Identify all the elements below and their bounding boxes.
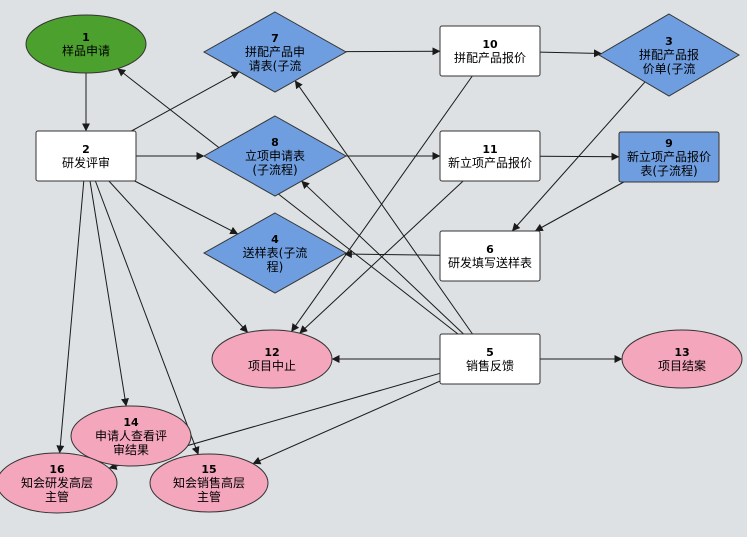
node-14-shape: [70, 405, 192, 467]
node-4-shape: [202, 212, 348, 294]
node-9-shape: [618, 131, 720, 183]
node-9-label: 新立项产品报价: [627, 149, 711, 164]
node-8-number: 8: [271, 136, 279, 149]
node-16-label: 主管: [45, 489, 69, 504]
edge-2-to-7: [131, 71, 240, 132]
node-7-number: 7: [271, 32, 279, 45]
edge-9-to-6: [534, 181, 625, 232]
node-3-shape: [598, 13, 740, 97]
node-8-shape: [202, 115, 348, 197]
edge-10-to-12: [291, 75, 473, 332]
node-16-label: 知会研发高层: [21, 475, 93, 490]
node-1-shape: [25, 14, 147, 74]
node-3-number: 3: [665, 35, 673, 48]
edge-5-to-7: [294, 80, 473, 335]
node-6-shape: [439, 230, 541, 282]
node-1-number: 1: [82, 31, 90, 44]
node-10-shape: [439, 25, 541, 77]
node-2-label: 研发评审: [62, 155, 110, 170]
edge-2-to-16: [56, 180, 85, 454]
node-5-label: 销售反馈: [466, 358, 514, 373]
edge-10-to-3: [539, 49, 602, 58]
node-14-label: 申请人查看评: [95, 429, 167, 443]
node-8-label: (子流程): [252, 162, 297, 177]
node-5-shape: [439, 333, 541, 385]
node-12-number: 12: [264, 346, 279, 359]
edge-5-to-15: [252, 380, 441, 465]
node-2-number: 2: [82, 143, 90, 156]
node-2-shape: [35, 130, 137, 182]
node-5-number: 5: [486, 346, 494, 359]
edge-6-to-4: [343, 250, 441, 259]
edge-2-to-4: [134, 180, 239, 235]
node-16-number: 16: [49, 463, 65, 476]
node-13-number: 13: [674, 346, 689, 359]
node-14-label: 审结果: [113, 442, 149, 457]
node-8-label: 立项申请表: [245, 148, 305, 163]
node-13-shape: [621, 329, 743, 389]
node-7-shape: [202, 11, 348, 93]
node-7-label: 拼配产品申: [245, 45, 305, 59]
edge-5-to-1: [117, 68, 459, 335]
node-11-shape: [439, 130, 541, 182]
node-7-label: 请表(子流: [249, 59, 302, 73]
node-14-number: 14: [123, 416, 139, 429]
node-3-label: 拼配产品报: [639, 47, 699, 62]
edge-2-to-12: [108, 180, 249, 333]
node-15-number: 15: [201, 463, 216, 476]
node-11-label: 新立项产品报价: [448, 155, 532, 170]
node-15-label: 主管: [197, 489, 221, 504]
node-13-label: 项目结案: [658, 358, 706, 373]
node-3-label: 价单(子流: [643, 62, 696, 76]
node-9-number: 9: [665, 137, 673, 150]
node-12-label: 项目中止: [248, 358, 296, 373]
node-12-shape: [211, 329, 333, 389]
edge-2-to-14: [89, 180, 129, 407]
edge-11-to-12: [299, 180, 464, 334]
node-6-label: 研发填写送样表: [448, 255, 532, 270]
node-10-label: 拼配产品报价: [454, 50, 526, 65]
node-15-shape: [149, 453, 269, 513]
node-4-number: 4: [271, 233, 279, 246]
node-1-label: 样品申请: [62, 43, 110, 58]
node-4-label: 程): [267, 259, 284, 274]
node-9-label: 表(子流程): [640, 163, 697, 178]
node-6-number: 6: [486, 243, 494, 256]
node-15-label: 知会销售高层: [173, 475, 245, 490]
edge-2-to-15: [94, 180, 200, 455]
node-10-number: 10: [482, 38, 498, 51]
node-4-label: 送样表(子流: [243, 245, 308, 260]
edge-5-to-8: [301, 180, 464, 335]
node-11-number: 11: [482, 143, 497, 156]
node-16-shape: [0, 452, 118, 514]
edge-layer: [56, 47, 646, 470]
